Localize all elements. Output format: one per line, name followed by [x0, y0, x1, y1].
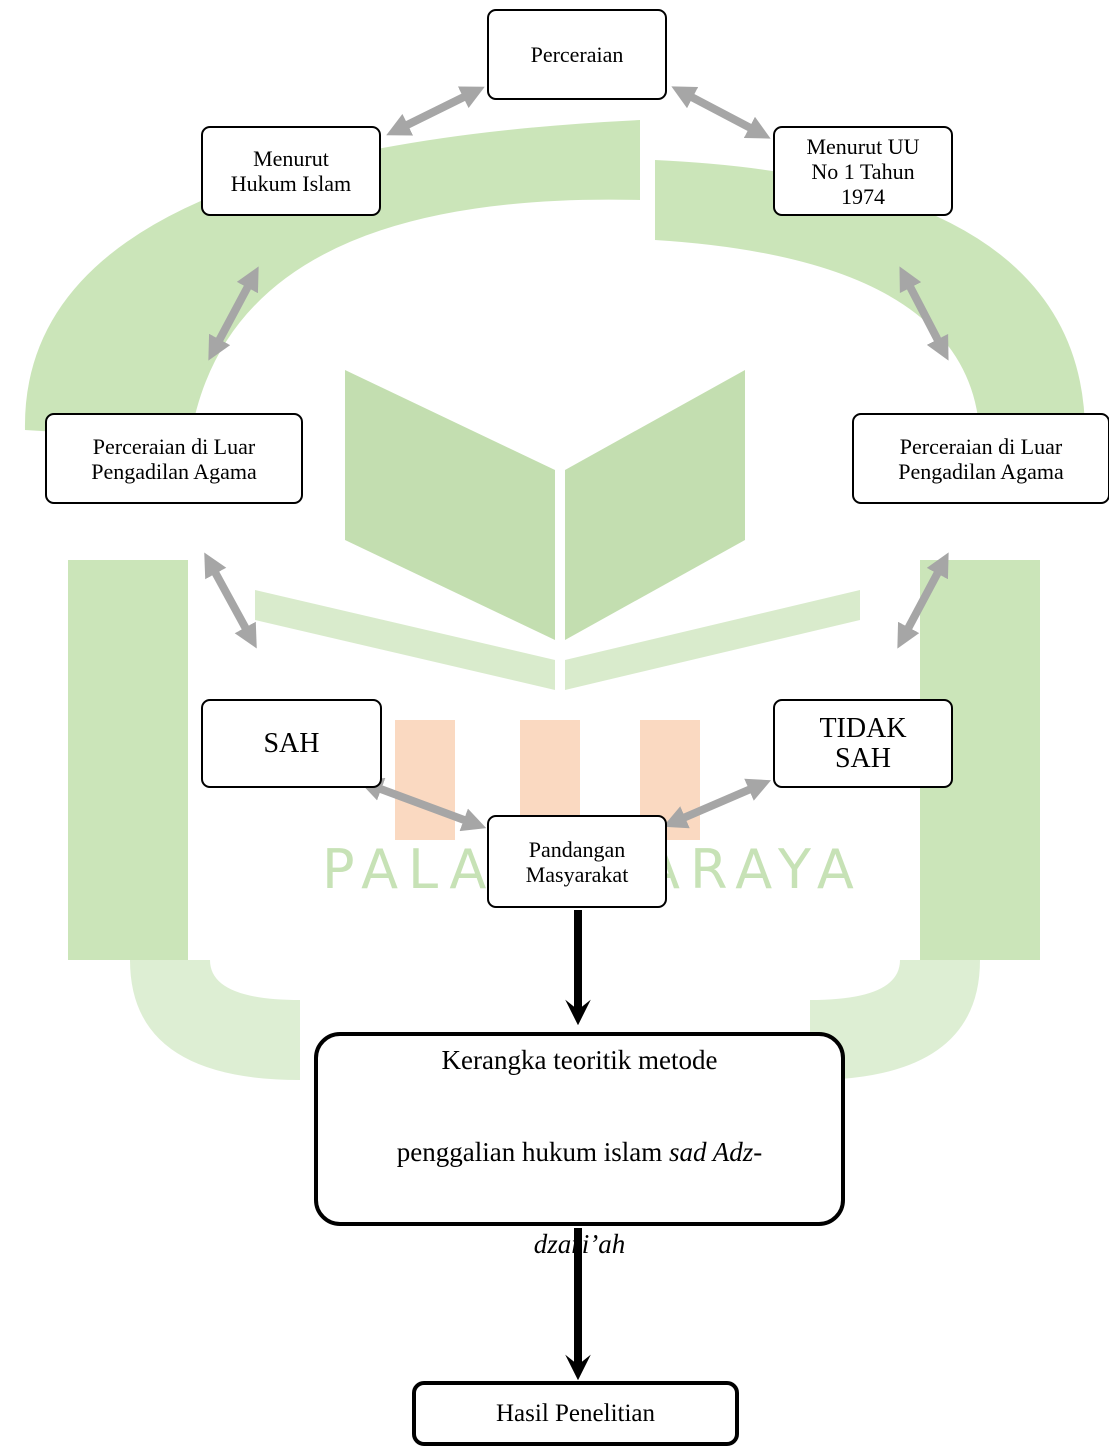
arrow-luar-right-tidak-sah — [897, 552, 949, 649]
node-luar-right-label: Perceraian di Luar Pengadilan Agama — [898, 433, 1064, 484]
node-uu-label: Menurut UU No 1 Tahun 1974 — [806, 133, 920, 209]
arrow-perceraian-uu — [671, 86, 771, 139]
node-kerangka-label: Kerangka teoritik metode penggalian huku… — [397, 991, 762, 1267]
kerangka-line2: penggalian hukum islam — [396, 1137, 669, 1167]
arrow-sah-pandangan — [358, 777, 487, 832]
node-hasil: Hasil Penelitian — [412, 1381, 739, 1446]
node-luar-right: Perceraian di Luar Pengadilan Agama — [852, 413, 1109, 504]
kerangka-line1: Kerangka teoritik metode — [441, 1045, 718, 1075]
node-tidak-sah-label: TIDAK SAH — [819, 712, 907, 774]
node-uu: Menurut UU No 1 Tahun 1974 — [773, 126, 953, 216]
arrow-perceraian-hukum-islam — [386, 86, 485, 136]
node-kerangka: Kerangka teoritik metode penggalian huku… — [314, 1032, 845, 1259]
node-luar-left: Perceraian di Luar Pengadilan Agama — [45, 413, 303, 504]
node-sah-label: SAH — [263, 727, 320, 759]
node-sah: SAH — [201, 699, 382, 788]
node-pandangan-label: Pandangan Masyarakat — [525, 836, 629, 887]
kerangka-line3-italic: dzari’ah — [533, 1229, 626, 1259]
node-hukum-islam: Menurut Hukum Islam — [201, 126, 381, 216]
arrow-luar-left-sah — [204, 552, 257, 649]
node-pandangan: Pandangan Masyarakat — [487, 815, 667, 908]
node-hukum-islam-label: Menurut Hukum Islam — [230, 146, 352, 196]
node-tidak-sah: TIDAK SAH — [773, 699, 953, 788]
arrow-uu-luar-right — [899, 266, 949, 361]
node-perceraian-label: Perceraian — [530, 42, 624, 67]
arrow-tidak-sah-pandangan — [662, 778, 772, 829]
node-luar-left-label: Perceraian di Luar Pengadilan Agama — [91, 433, 257, 484]
node-perceraian: Perceraian — [487, 9, 667, 100]
kerangka-line2-italic: sad Adz- — [668, 1137, 763, 1167]
arrow-hukum-islam-luar-left — [208, 266, 259, 361]
node-hasil-label: Hasil Penelitian — [496, 1400, 655, 1427]
